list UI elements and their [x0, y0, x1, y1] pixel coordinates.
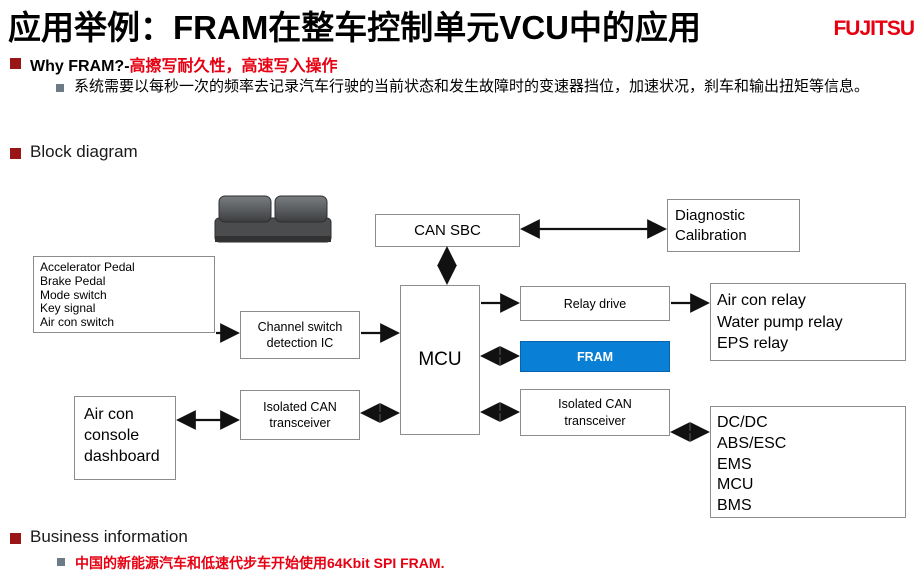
bullet-square-red	[10, 58, 21, 69]
why-fram-prefix: Why FRAM?-	[30, 58, 130, 75]
box-isolated-can-transceiver-left: Isolated CAN transceiver	[240, 390, 360, 440]
bullet-square-gray	[57, 558, 65, 566]
block-diagram-label: Block diagram	[30, 142, 138, 161]
box-air-con-console: Air con console dashboard	[74, 396, 176, 480]
bullet-square-red	[10, 148, 21, 159]
fujitsu-logo: FUJITSU	[833, 17, 915, 40]
box-input-signals: Accelerator Pedal Brake Pedal Mode switc…	[33, 256, 215, 333]
why-fram-detail: 系统需要以每秒一次的频率去记录汽车行驶的当前状态和发生故障时的变速器挡位，加速状…	[74, 78, 870, 95]
ecu-module-image	[213, 192, 333, 252]
box-diagnostic-calibration: Diagnostic Calibration	[667, 199, 800, 252]
box-channel-switch-detection-ic: Channel switch detection IC	[240, 311, 360, 359]
business-detail: 中国的新能源汽车和低速代步车开始使用64Kbit SPI FRAM.	[75, 555, 445, 571]
box-relay-outputs: Air con relay Water pump relay EPS relay	[710, 283, 906, 361]
box-mcu: MCU	[400, 285, 480, 435]
box-relay-drive: Relay drive	[520, 286, 670, 321]
why-fram-highlight: 高擦写耐久性，高速写入操作	[129, 58, 338, 75]
box-can-sbc: CAN SBC	[375, 214, 520, 247]
box-isolated-can-transceiver-right: Isolated CAN transceiver	[520, 389, 670, 436]
box-fram: FRAM	[520, 341, 670, 372]
bullet-square-gray	[56, 84, 64, 92]
business-information-label: Business information	[30, 527, 188, 546]
box-dc-loads: DC/DC ABS/ESC EMS MCU BMS	[710, 406, 906, 518]
page-title: 应用举例：FRAM在整车控制单元VCU中的应用	[8, 9, 701, 46]
bullet-square-red	[10, 533, 21, 544]
why-fram-heading: Why FRAM?-高擦写耐久性，高速写入操作	[30, 52, 338, 76]
